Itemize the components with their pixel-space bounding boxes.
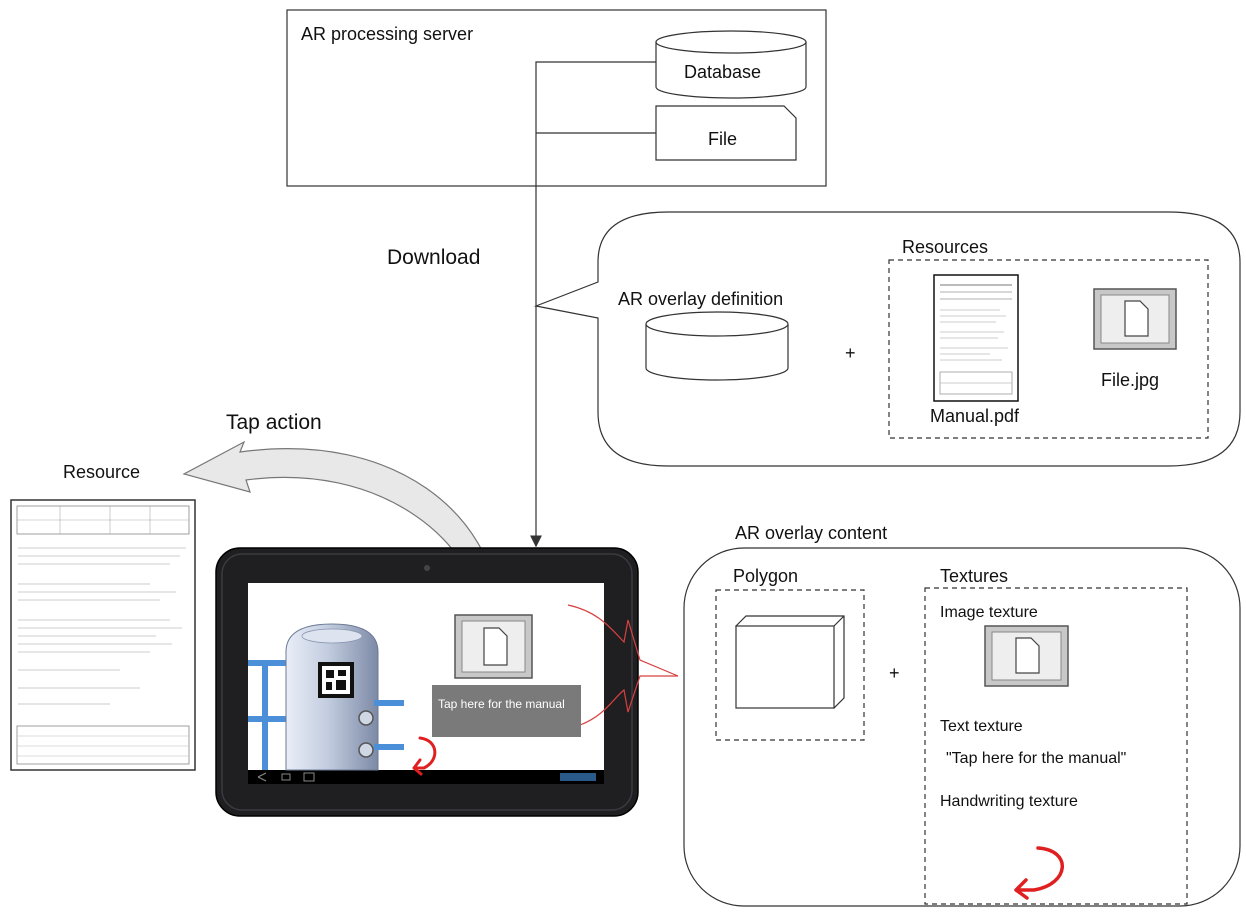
file-shape xyxy=(655,105,797,161)
file-jpg-icon xyxy=(1093,288,1177,350)
content-title: AR overlay content xyxy=(735,523,888,543)
resource-label: Resource xyxy=(63,462,141,482)
tap-here-caption[interactable]: Tap here for the manual xyxy=(432,685,581,737)
database-cylinder xyxy=(655,30,807,99)
text-texture-label: Text texture xyxy=(940,718,1023,735)
resource-document xyxy=(10,499,196,771)
polygon-shape xyxy=(735,615,845,709)
tap-action-label: Tap action xyxy=(226,411,322,434)
polygon-box xyxy=(715,589,865,741)
handwriting-texture-label: Handwriting texture xyxy=(940,793,1078,810)
screen-handwriting xyxy=(412,736,437,776)
overlay-connector-top xyxy=(567,604,679,677)
resources-title: Resources xyxy=(902,237,989,257)
bundle-bubble xyxy=(533,211,1241,467)
manual-label: Manual.pdf xyxy=(930,406,1020,426)
tablet-nav-bar xyxy=(248,770,604,784)
manual-pdf-icon xyxy=(933,274,1019,402)
file-label: File xyxy=(708,129,738,149)
handwriting-texture-stroke xyxy=(1014,846,1064,900)
texture-image-icon xyxy=(984,625,1069,687)
resources-box xyxy=(888,259,1209,439)
image-texture-label: Image texture xyxy=(940,604,1038,621)
polygon-title: Polygon xyxy=(733,566,799,586)
definition-cylinder xyxy=(645,311,789,381)
content-plus: + xyxy=(889,663,900,683)
tablet-device xyxy=(215,547,639,817)
file-jpg-label: File.jpg xyxy=(1101,370,1160,390)
overlay-connector-bottom xyxy=(579,675,678,726)
ar-marker xyxy=(318,662,354,698)
download-label: Download xyxy=(387,246,481,269)
tap-action-arrow xyxy=(182,440,499,609)
definition-label: AR overlay definition xyxy=(618,289,784,309)
textures-title: Textures xyxy=(940,566,1009,586)
bundle-plus: + xyxy=(845,343,856,363)
database-label: Database xyxy=(684,62,762,82)
server-title: AR processing server xyxy=(301,24,474,44)
screen-image-icon[interactable] xyxy=(454,614,533,679)
text-texture-value: "Tap here for the manual" xyxy=(946,750,1127,767)
textures-box xyxy=(924,587,1188,905)
download-connector xyxy=(530,61,656,548)
